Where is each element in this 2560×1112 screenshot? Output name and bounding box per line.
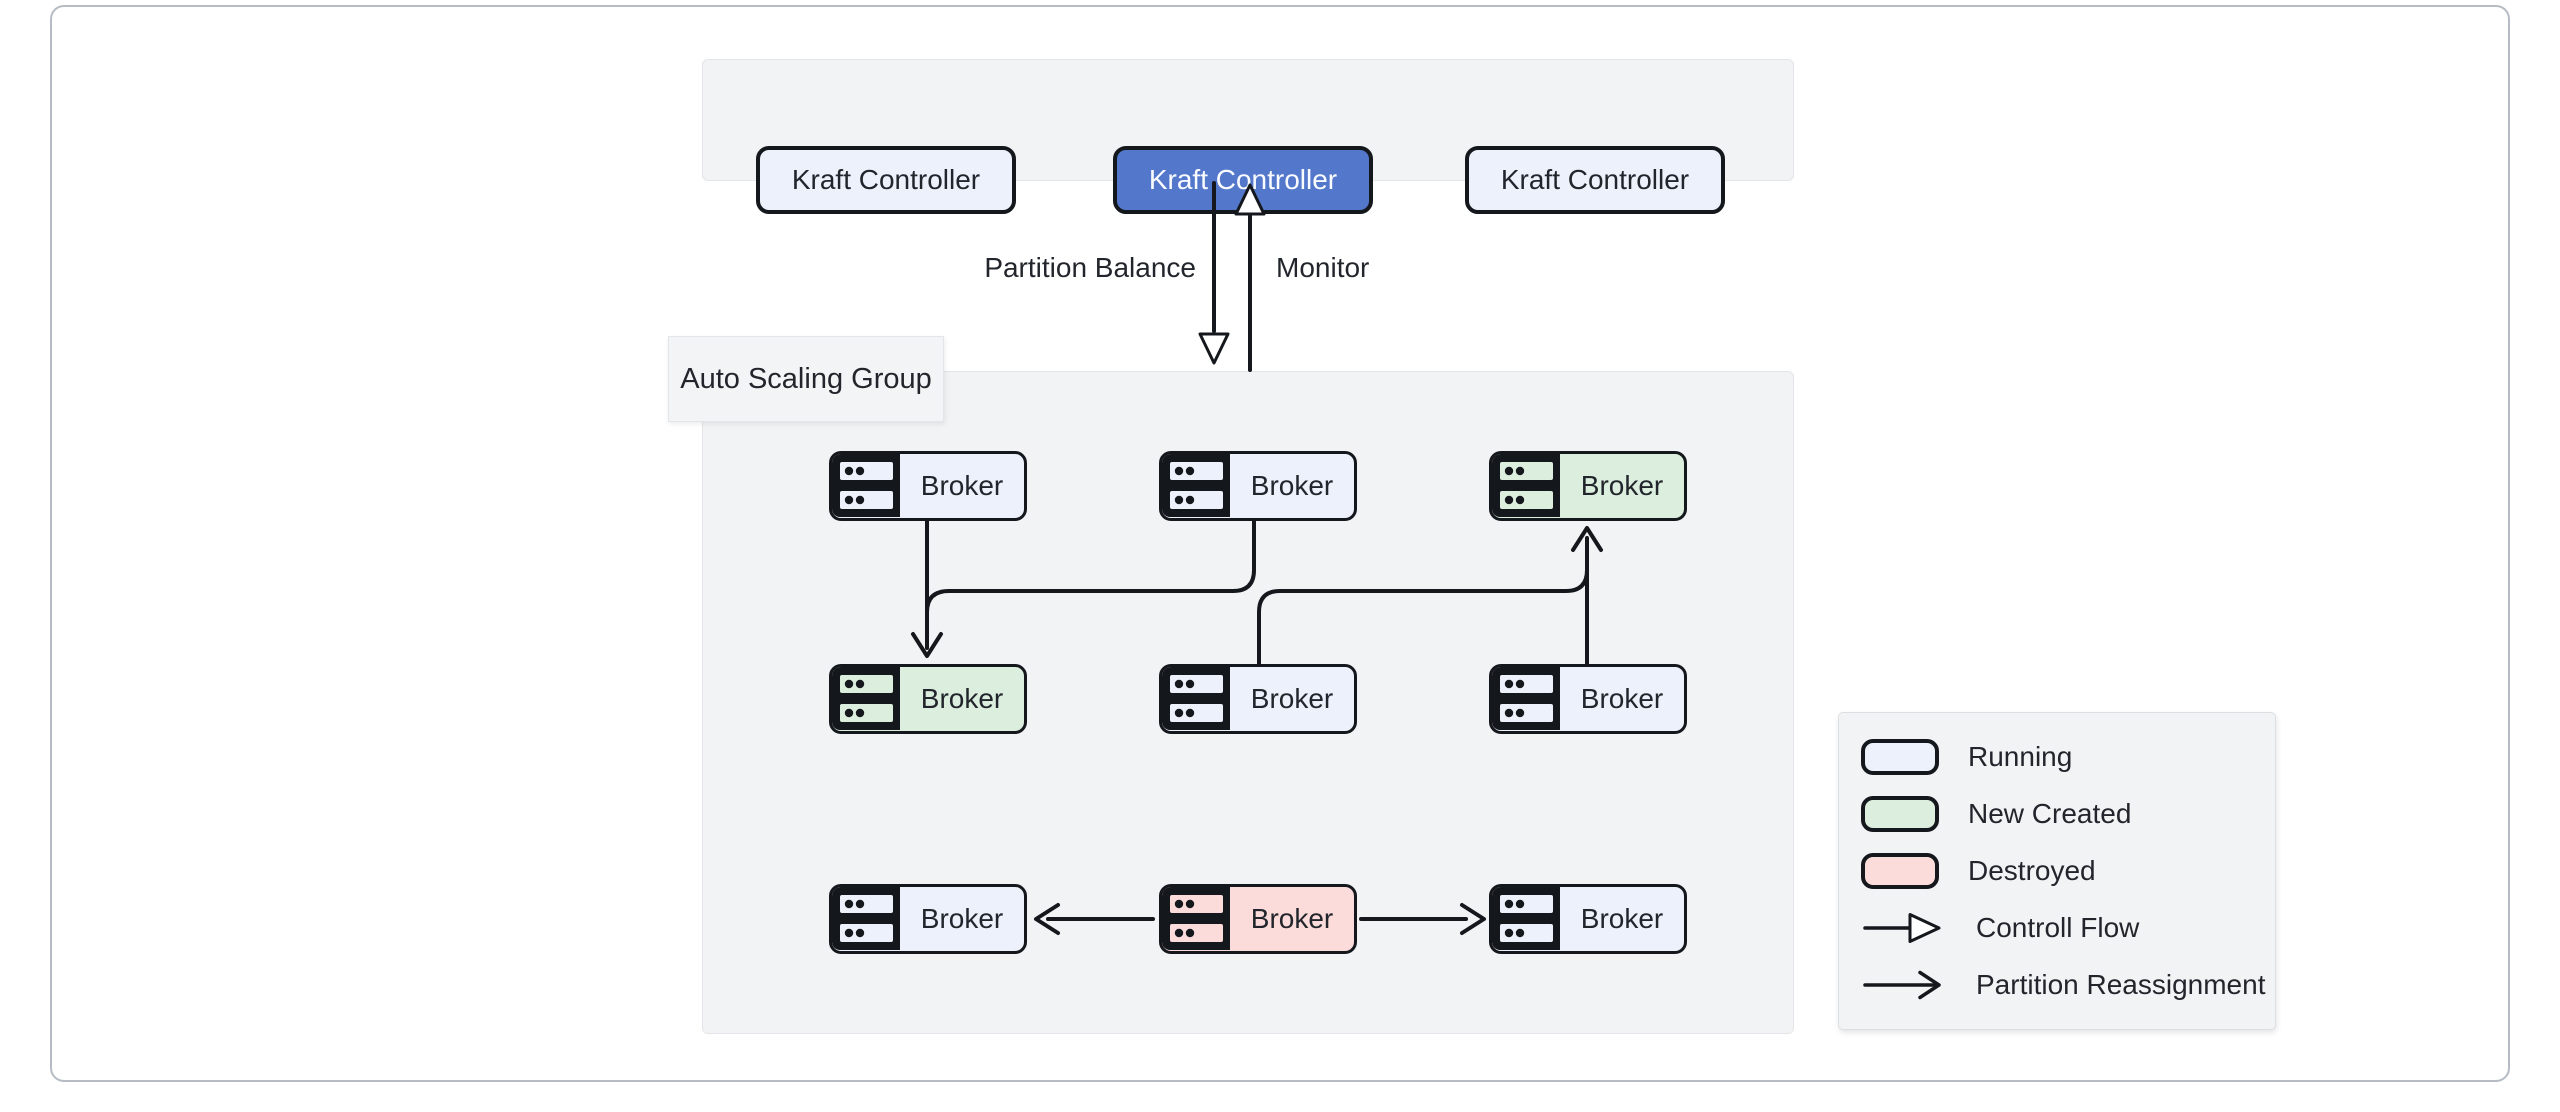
server-icon	[1492, 887, 1560, 950]
legend-label: Partition Reassignment	[1976, 969, 2266, 1000]
broker-label: Broker	[1580, 903, 1664, 934]
broker-r1c1: Broker	[829, 451, 1027, 521]
legend-label: Controll Flow	[1976, 912, 2140, 943]
new-created-swatch	[1861, 796, 1939, 832]
monitor-label: Monitor	[1276, 252, 1370, 283]
broker-r1c3: Broker	[1489, 451, 1687, 521]
server-icon	[832, 667, 900, 730]
broker-r2c1: Broker	[829, 664, 1027, 734]
legend: Running New Created Destroyed Controll F…	[1838, 712, 2276, 1030]
control-flow-arrow-icon	[1863, 913, 1941, 943]
legend-item-destroyed: Destroyed	[1861, 849, 2275, 893]
running-swatch	[1861, 739, 1939, 775]
legend-item-controll-flow: Controll Flow	[1861, 906, 2275, 950]
legend-label: Destroyed	[1968, 855, 2096, 886]
broker-label: Broker	[1580, 683, 1664, 714]
broker-label: Broker	[920, 470, 1004, 501]
server-icon	[832, 454, 900, 517]
server-icon	[1492, 454, 1560, 517]
legend-item-running: Running	[1861, 735, 2275, 779]
controller-group: Kraft Controller Kraft Controller Kraft …	[702, 59, 1794, 214]
broker-r3c1: Broker	[829, 884, 1027, 954]
server-icon	[1162, 887, 1230, 950]
kraft-controller-node: Kraft Controller	[1465, 146, 1725, 214]
broker-r2c2: Broker	[1159, 664, 1357, 734]
destroyed-swatch	[1861, 853, 1939, 889]
broker-label: Broker	[1250, 683, 1334, 714]
broker-r3c3: Broker	[1489, 884, 1687, 954]
kraft-controller-leader-node: Kraft Controller	[1113, 146, 1373, 214]
broker-r2c3: Broker	[1489, 664, 1687, 734]
server-icon	[1162, 667, 1230, 730]
partition-reassignment-arrow-icon	[1863, 970, 1941, 1000]
legend-item-new-created: New Created	[1861, 792, 2275, 836]
legend-label: New Created	[1968, 798, 2132, 829]
server-icon	[832, 887, 900, 950]
auto-scaling-group-label: Auto Scaling Group	[668, 336, 944, 422]
broker-r3c2: Broker	[1159, 884, 1357, 954]
legend-label: Running	[1968, 741, 2073, 772]
broker-label: Broker	[1250, 470, 1334, 501]
server-icon	[1162, 454, 1230, 517]
broker-r1c2: Broker	[1159, 451, 1357, 521]
legend-item-partition-reassignment: Partition Reassignment	[1861, 963, 2275, 1007]
broker-label: Broker	[1250, 903, 1334, 934]
broker-label: Broker	[920, 683, 1004, 714]
hollow-arrowhead-down	[1198, 332, 1230, 365]
broker-label: Broker	[920, 903, 1004, 934]
kraft-controller-node: Kraft Controller	[756, 146, 1016, 214]
partition-balance-label: Partition Balance	[984, 252, 1196, 283]
broker-label: Broker	[1580, 470, 1664, 501]
server-icon	[1492, 667, 1560, 730]
